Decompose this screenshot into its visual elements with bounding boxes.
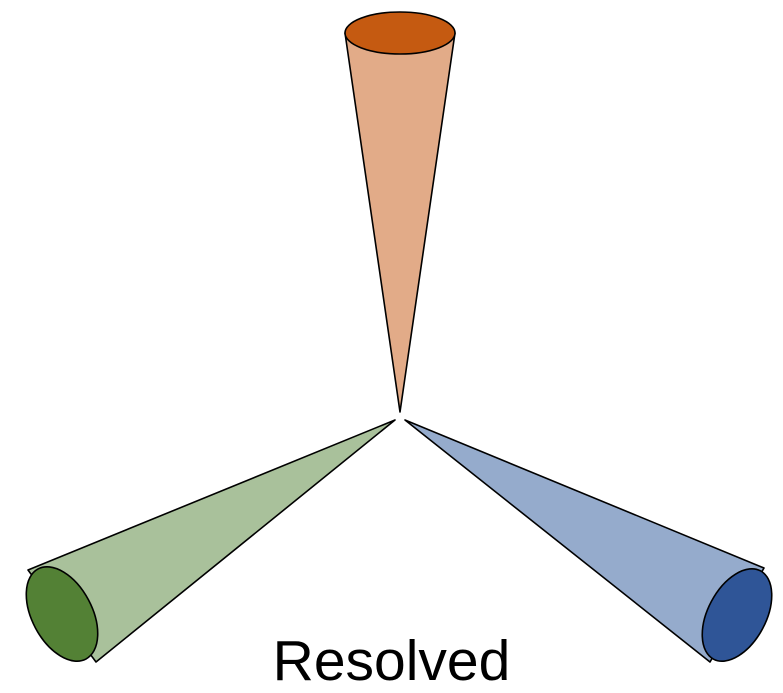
cone-top-cap — [344, 11, 456, 55]
cone-right — [404, 419, 773, 663]
cone-left — [25, 419, 396, 663]
cone-top — [344, 11, 456, 413]
diagram-caption: Resolved — [272, 629, 511, 693]
cone-top-body — [344, 32, 456, 413]
cone-left-cap — [25, 566, 99, 662]
cone-right-cap — [701, 568, 773, 662]
